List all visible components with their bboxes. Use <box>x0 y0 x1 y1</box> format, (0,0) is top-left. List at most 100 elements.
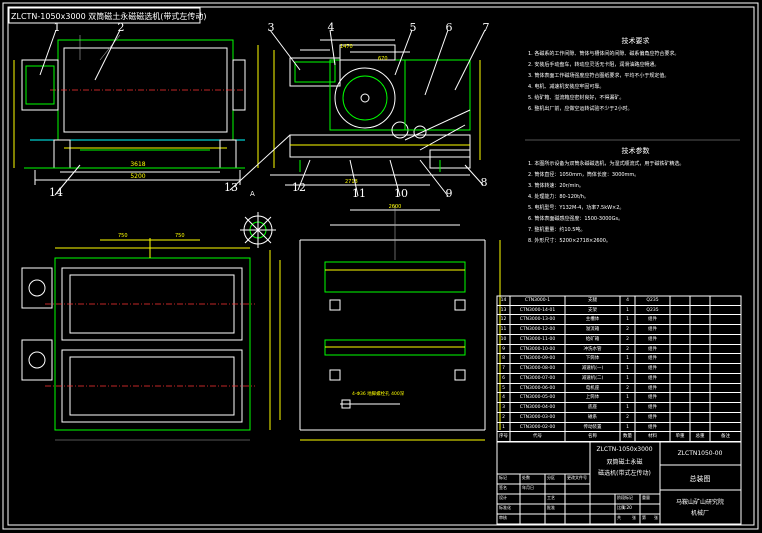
bom-cell: 组件 <box>635 325 670 335</box>
bom-cell: 8 <box>497 354 510 365</box>
bom-cell <box>670 345 690 355</box>
bom-cell <box>710 296 741 306</box>
bom-cell <box>690 384 710 394</box>
tb-name-line2: 磁选机(带式左传动) <box>598 470 651 477</box>
bom-cell <box>670 403 690 413</box>
tb-label: 分区 <box>547 475 555 480</box>
bom-cell: CTN3000-1 <box>510 296 565 306</box>
bom-header-cell: 数量 <box>620 432 635 442</box>
bom-cell: 2 <box>620 335 635 345</box>
tb-label: 标记 <box>499 475 507 480</box>
bom-cell <box>690 325 710 335</box>
bom-cell: 1 <box>497 423 510 433</box>
bom-cell <box>710 325 741 335</box>
bom-cell: 下筒体 <box>565 354 620 365</box>
bom-cell: 1 <box>620 364 635 374</box>
bom-cell <box>690 413 710 423</box>
bom-cell <box>710 345 741 355</box>
bom-cell: 14 <box>497 296 510 306</box>
bom-table-grid <box>496 295 742 443</box>
bom-cell: CTN3000-10-00 <box>510 345 565 355</box>
tb-company-line2: 机械厂 <box>690 510 709 517</box>
bom-cell <box>710 364 741 374</box>
bom-cell: 组件 <box>635 364 670 374</box>
bom-cell: 支架 <box>565 306 620 316</box>
bom-cell: 1 <box>620 315 635 326</box>
bom-cell: CTN3000-04-00 <box>510 403 565 413</box>
bom-cell <box>710 315 741 326</box>
bom-cell <box>670 325 690 335</box>
tech_params-item: 1. 本图所示设备为双筒永磁磁选机，为湿式顺流式，用于磁铁矿精选。 <box>528 161 685 167</box>
bom-cell: 1 <box>620 374 635 384</box>
tech_params-item: 5. 电机型号：Y132M-4，功率7.5kW×2。 <box>528 205 625 211</box>
tech_params-item: 4. 处理能力：80-120t/h。 <box>528 194 589 200</box>
bom-cell <box>690 345 710 355</box>
tb-model: ZLCTN-1050x3000 <box>596 446 653 453</box>
bom-header-cell: 代号 <box>510 432 565 442</box>
bom-cell: 上筒体 <box>565 393 620 404</box>
bom-cell <box>710 403 741 413</box>
bom-cell: 冲洗水管 <box>565 345 620 355</box>
dim-side-width: 2718 <box>345 179 358 185</box>
tb-label: 标准化 <box>499 505 511 510</box>
bom-cell: 组件 <box>635 315 670 326</box>
bom-cell: CTN3000-06-00 <box>510 384 565 394</box>
bom-cell <box>690 423 710 433</box>
dim-front-sub: 3618 <box>130 161 145 168</box>
tb-label: 比例 <box>617 505 625 510</box>
bom-cell <box>710 413 741 423</box>
tb-label: 审核 <box>499 515 507 520</box>
bom-cell <box>670 315 690 326</box>
tb-drawing-type: 总装图 <box>689 475 711 483</box>
bom-cell: 2 <box>497 413 510 423</box>
bom-cell <box>690 315 710 326</box>
bom-cell: CTN3000-02-00 <box>510 423 565 433</box>
tech_params-item: 3. 筒体转速：20r/min。 <box>528 183 584 189</box>
bom-cell: 7 <box>497 364 510 374</box>
bom-cell: 2 <box>620 384 635 394</box>
front-view <box>13 34 259 185</box>
bom-cell <box>670 413 690 423</box>
bom-cell: 组件 <box>635 413 670 423</box>
bom-cell <box>670 384 690 394</box>
bom-cell: 组件 <box>635 374 670 384</box>
title-tag-box <box>8 7 201 24</box>
bom-cell: CTN3000-05-00 <box>510 393 565 404</box>
bom-header-cell: 序号 <box>497 432 510 442</box>
bom-cell <box>710 374 741 384</box>
tb-label: 更改文件号 <box>567 475 587 480</box>
dim-front-overall: 5200 <box>130 173 145 180</box>
dim-fdn-hole: 4-Φ36 地脚螺栓孔 400深 <box>352 390 405 397</box>
bom-cell: Q235 <box>635 296 670 306</box>
bom-cell: 1 <box>620 354 635 365</box>
bom-cell <box>670 423 690 433</box>
tech-params-list: 1. 本图所示设备为双筒永磁磁选机，为湿式顺流式，用于磁铁矿精选。2. 筒体直径… <box>528 159 743 247</box>
bom-header-cell: 材料 <box>635 432 670 442</box>
bom-cell: 2 <box>620 345 635 355</box>
bom-cell <box>690 364 710 374</box>
bom-cell <box>710 335 741 345</box>
bom-cell: 给矿箱 <box>565 335 620 345</box>
bom-cell: 组件 <box>635 393 670 404</box>
bom-cell <box>710 423 741 433</box>
bom-cell: 组件 <box>635 354 670 365</box>
bom-cell <box>690 306 710 316</box>
title-block: ZLCTN-1050x3000 双筒磁土永磁 磁选机(带式左传动) ZLCTN1… <box>497 442 741 524</box>
balloon-leaders <box>39 29 486 197</box>
bom-cell: 组件 <box>635 335 670 345</box>
bom-cell: CTN3000-09-00 <box>510 354 565 365</box>
bom-cell: 减速机(一) <box>565 364 620 374</box>
tb-label: 处数 <box>522 475 530 480</box>
dim-fdn-top: 2600 <box>389 204 402 210</box>
tech-requirements-title: 技术要求 <box>621 37 650 45</box>
bom-cell <box>670 364 690 374</box>
bom-cell: 组件 <box>635 345 670 355</box>
tech-params-block: 技术参数 1. 本图所示设备为双筒永磁磁选机，为湿式顺流式，用于磁铁矿精选。2.… <box>528 146 743 247</box>
tech_requirements-item: 2. 安装后手动盘车，转动应灵活无卡阻，润滑油路应畅通。 <box>528 62 660 68</box>
dim-plan-750a: 750 <box>118 233 128 239</box>
tech_requirements-item: 6. 整机出厂前，应做空运转试验不少于2小时。 <box>528 106 633 112</box>
bom-cell: 主槽体 <box>565 315 620 326</box>
side-view <box>270 39 481 186</box>
